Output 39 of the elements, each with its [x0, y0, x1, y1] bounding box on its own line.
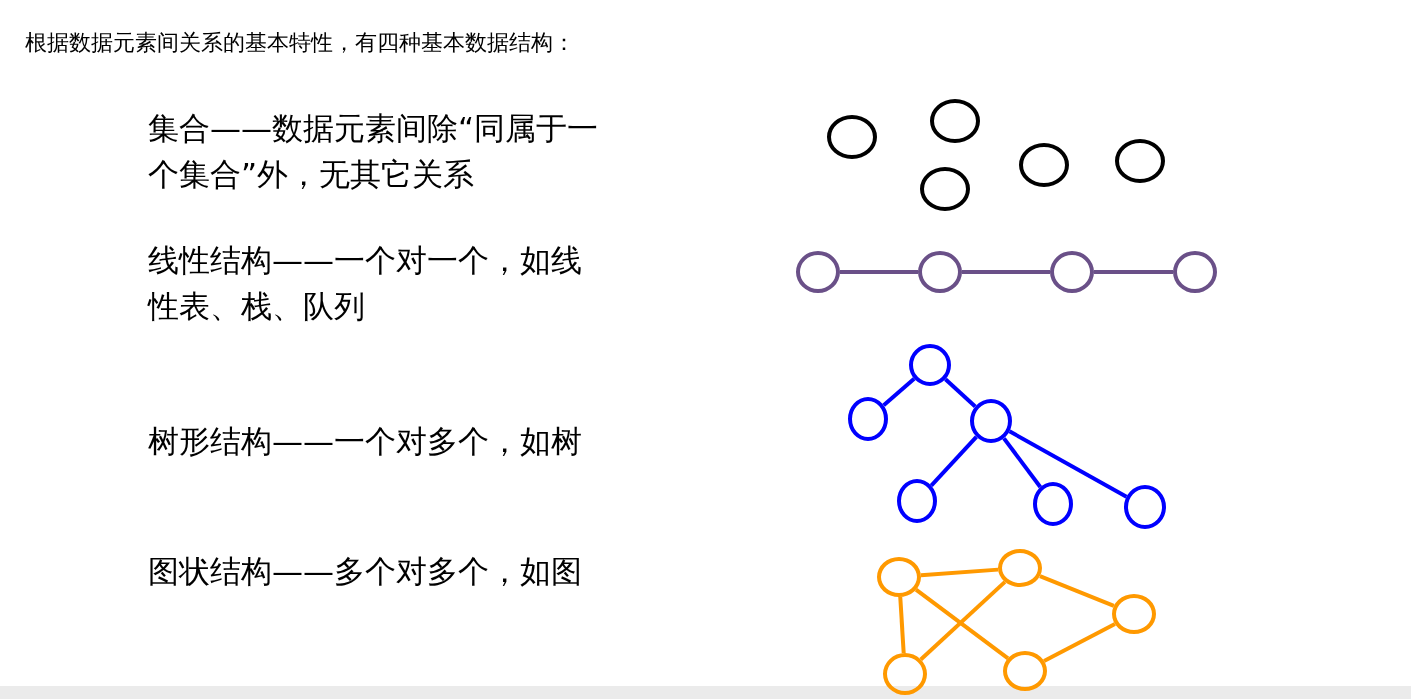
connector-line — [944, 377, 977, 408]
circle-node — [1003, 651, 1047, 691]
circle-node — [909, 344, 951, 386]
circle-node — [1019, 143, 1069, 187]
circle-node — [877, 557, 921, 597]
description-text: 集合——数据元素间除“同属于一个集合”外，无其它关系 — [148, 109, 600, 194]
circle-node — [1124, 485, 1166, 529]
circle-node — [1050, 251, 1094, 293]
circle-node — [998, 549, 1042, 587]
connector-line — [914, 588, 1010, 660]
circle-node — [1033, 482, 1073, 526]
circle-node — [897, 479, 937, 523]
circle-node — [883, 653, 927, 695]
connector-line — [898, 596, 906, 654]
circle-node — [970, 399, 1012, 443]
connector-line — [929, 435, 978, 487]
connector-line — [1039, 574, 1115, 608]
circle-node — [848, 397, 888, 441]
connector-line — [882, 377, 916, 407]
description-text: 线性结构——一个对一个，如线性表、栈、队列 — [148, 241, 583, 326]
circle-node — [827, 115, 877, 159]
connector-line — [1043, 622, 1116, 663]
circle-node — [930, 99, 980, 143]
heading: 根据数据元素间关系的基本特性，有四种基本数据结构： — [25, 29, 575, 57]
connector-line — [1002, 437, 1042, 489]
circle-node — [918, 251, 962, 293]
connector-line — [1094, 270, 1173, 274]
connector-line — [1008, 429, 1128, 499]
description-text: 树形结构——一个对多个，如树 — [148, 422, 583, 461]
connector-line — [962, 270, 1050, 274]
connector-line — [920, 567, 999, 578]
circle-node — [920, 167, 970, 211]
connector-line — [919, 580, 1007, 661]
connector-line — [840, 270, 918, 274]
description-text: 图状结构——多个对多个，如图 — [148, 552, 583, 591]
circle-node — [1115, 139, 1165, 183]
circle-node — [796, 251, 840, 293]
circle-node — [1112, 594, 1156, 634]
circle-node — [1173, 251, 1217, 293]
